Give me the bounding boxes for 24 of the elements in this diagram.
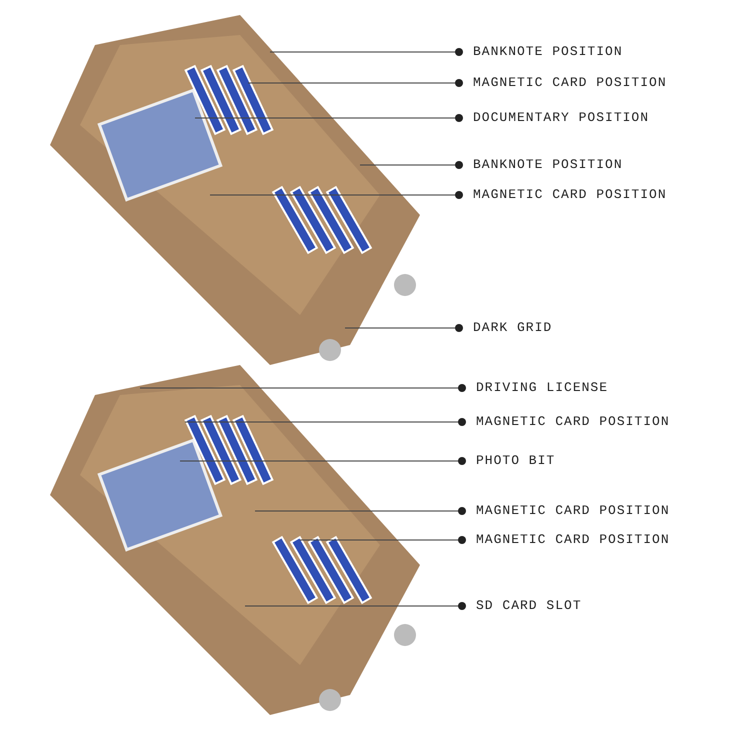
leader-line — [300, 536, 466, 544]
leader-line — [194, 114, 463, 122]
callout-label: DARK GRID — [473, 320, 552, 336]
leader-line — [244, 602, 466, 610]
callout-label: BANKNOTE POSITION — [473, 157, 623, 173]
leader-line — [344, 324, 463, 332]
leader-line — [180, 457, 466, 465]
leader-line — [254, 507, 466, 515]
leader-line — [210, 191, 463, 199]
callout-label: DRIVING LICENSE — [476, 380, 608, 396]
callout-label: SD CARD SLOT — [476, 598, 582, 614]
leader-line — [248, 79, 463, 87]
callout-label: MAGNETIC CARD POSITION — [476, 532, 670, 548]
callout-label: MAGNETIC CARD POSITION — [476, 503, 670, 519]
callout-label: MAGNETIC CARD POSITION — [473, 187, 667, 203]
leader-line — [140, 384, 466, 392]
callout-label: MAGNETIC CARD POSITION — [476, 414, 670, 430]
leader-line — [184, 418, 466, 426]
callout-label: DOCUMENTARY POSITION — [473, 110, 650, 126]
callout-label: MAGNETIC CARD POSITION — [473, 75, 667, 91]
callout-label: PHOTO BIT — [476, 453, 556, 469]
leader-line — [270, 48, 463, 56]
leader-line — [360, 161, 463, 169]
callout-label: BANKNOTE POSITION — [473, 44, 623, 60]
